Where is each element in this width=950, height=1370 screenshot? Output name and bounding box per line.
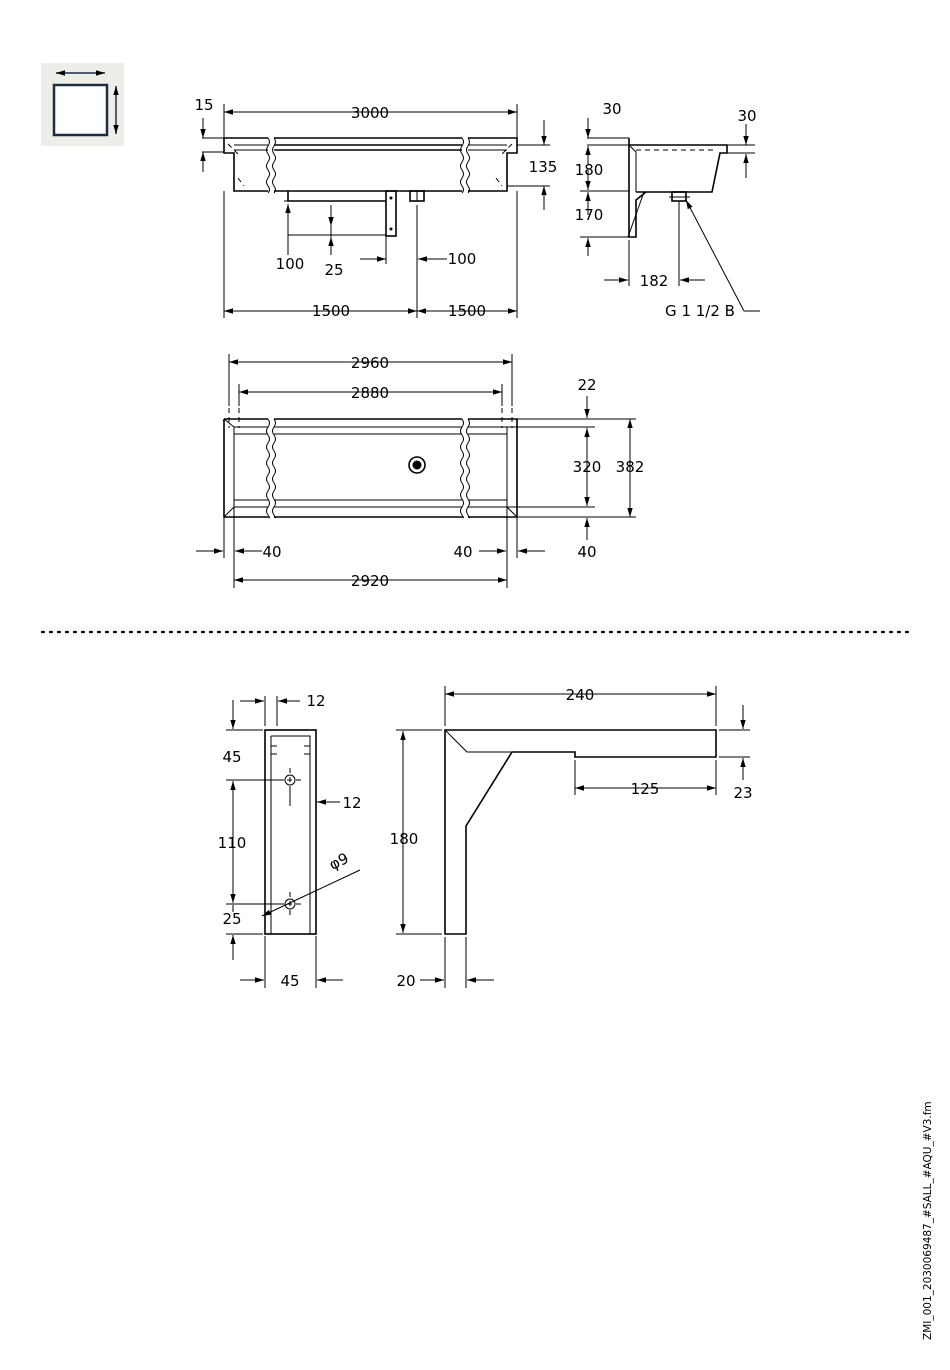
dim-top-gap: 12 bbox=[306, 692, 325, 710]
dim-bracket-height: 180 bbox=[390, 830, 419, 848]
dim-inner-width: 2880 bbox=[351, 384, 389, 402]
thread-label: G 1 1/2 B bbox=[665, 302, 735, 320]
dim-top-right: 30 bbox=[737, 107, 756, 125]
dim-bracket-length: 240 bbox=[566, 686, 595, 704]
dim-height-upper: 180 bbox=[575, 161, 604, 179]
dim-left-edge: 40 bbox=[262, 543, 281, 561]
dim-front-edge: 40 bbox=[577, 543, 596, 561]
dim-side-offset: 12 bbox=[342, 794, 361, 812]
dim-front-height: 135 bbox=[529, 158, 558, 176]
top-view: 2960 2880 22 320 382 40 40 40 2920 bbox=[196, 354, 644, 590]
front-view: 3000 15 135 100 25 100 1500 1500 bbox=[194, 96, 557, 320]
dim-half-right: 1500 bbox=[448, 302, 486, 320]
dimension-frame-icon bbox=[41, 63, 124, 146]
dim-drain-depth: 182 bbox=[640, 272, 669, 290]
dim-leg-width: 20 bbox=[396, 972, 415, 990]
dim-outer-width: 2960 bbox=[351, 354, 389, 372]
dim-bottom-offset: 25 bbox=[222, 910, 241, 928]
dim-rim: 22 bbox=[577, 376, 596, 394]
bracket-side-view: 240 23 125 180 20 bbox=[390, 686, 753, 990]
dim-mount-width: 25 bbox=[324, 261, 343, 279]
dim-outer-depth: 382 bbox=[616, 458, 645, 476]
dim-top-rim: 15 bbox=[194, 96, 213, 114]
dim-base-width: 2920 bbox=[351, 572, 389, 590]
dim-half-left: 1500 bbox=[312, 302, 350, 320]
document-code: ZMI_001_2030069487_#SALL_#AQU_#V3.fm bbox=[922, 1101, 934, 1340]
dim-top-offset: 45 bbox=[222, 748, 241, 766]
dim-arm-inset: 125 bbox=[631, 780, 660, 798]
dim-total-width: 3000 bbox=[351, 104, 389, 122]
dim-arm-thickness: 23 bbox=[733, 784, 752, 802]
bracket-front-view: 12 45 12 110 25 φ9 45 bbox=[218, 692, 362, 990]
dim-inner-depth: 320 bbox=[573, 458, 602, 476]
dim-top-left: 30 bbox=[602, 100, 621, 118]
dim-hole-diameter: φ9 bbox=[326, 849, 351, 874]
dim-bracket-width: 45 bbox=[280, 972, 299, 990]
dim-height-lower: 170 bbox=[575, 206, 604, 224]
dim-right-edge: 40 bbox=[453, 543, 472, 561]
dim-mount-offset: 100 bbox=[276, 255, 305, 273]
side-view: 30 30 180 170 182 G 1 1/2 B bbox=[575, 100, 760, 320]
dim-drain-offset: 100 bbox=[448, 250, 477, 268]
dim-hole-spacing: 110 bbox=[218, 834, 247, 852]
